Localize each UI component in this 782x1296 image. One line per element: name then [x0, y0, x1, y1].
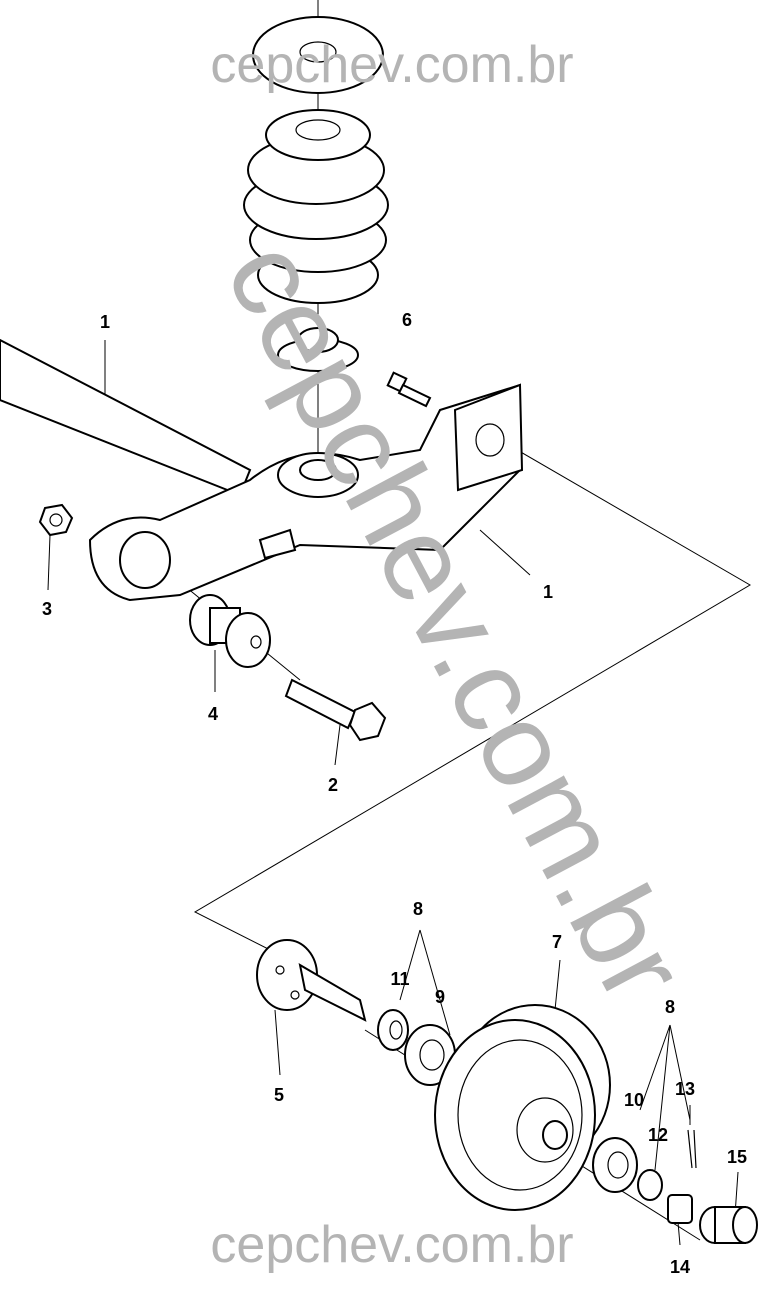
callout-1-left: 1 [100, 312, 110, 332]
bearing-10 [592, 1137, 638, 1193]
callout-12: 12 [648, 1125, 668, 1145]
callout-1-right: 1 [543, 582, 553, 602]
watermark-diagonal: cepchev.com.br [200, 219, 712, 1022]
nut-3 [38, 503, 74, 537]
rear-axle-beam [0, 338, 524, 602]
stub-axle-5 [256, 939, 367, 1022]
spring-top-seat [252, 16, 384, 94]
callout-3: 3 [42, 599, 52, 619]
callout-13: 13 [675, 1079, 695, 1099]
callout-14: 14 [670, 1257, 690, 1277]
bushing-4 [189, 594, 271, 668]
castle-nut-14 [667, 1194, 693, 1224]
callout-2: 2 [328, 775, 338, 795]
callout-6: 6 [402, 310, 412, 330]
callout-8-outer: 8 [665, 997, 675, 1017]
callout-10: 10 [624, 1090, 644, 1110]
callout-labels: 1 6 1 3 4 2 8 7 11 9 8 13 10 12 15 5 14 [42, 310, 747, 1277]
brake-drum-7 [434, 1004, 611, 1211]
seal-11 [377, 1009, 409, 1051]
callout-7: 7 [552, 932, 562, 952]
hub-cap-15 [699, 1206, 758, 1244]
callout-4: 4 [208, 704, 218, 724]
callout-9: 9 [435, 987, 445, 1007]
cotter-pin-13 [687, 1129, 697, 1169]
bolt-2 [284, 678, 387, 742]
callout-8-inner: 8 [413, 899, 423, 919]
watermark-bottom: cepchev.com.br [210, 1216, 573, 1274]
spring-lower-seat [277, 327, 359, 372]
washer-12 [637, 1169, 663, 1201]
callout-5: 5 [274, 1085, 284, 1105]
coil-spring [243, 109, 389, 304]
watermark-top: cepchev.com.br [210, 36, 573, 94]
bolt-6 [386, 371, 432, 408]
callout-11: 11 [390, 969, 409, 989]
callout-15: 15 [727, 1147, 747, 1167]
